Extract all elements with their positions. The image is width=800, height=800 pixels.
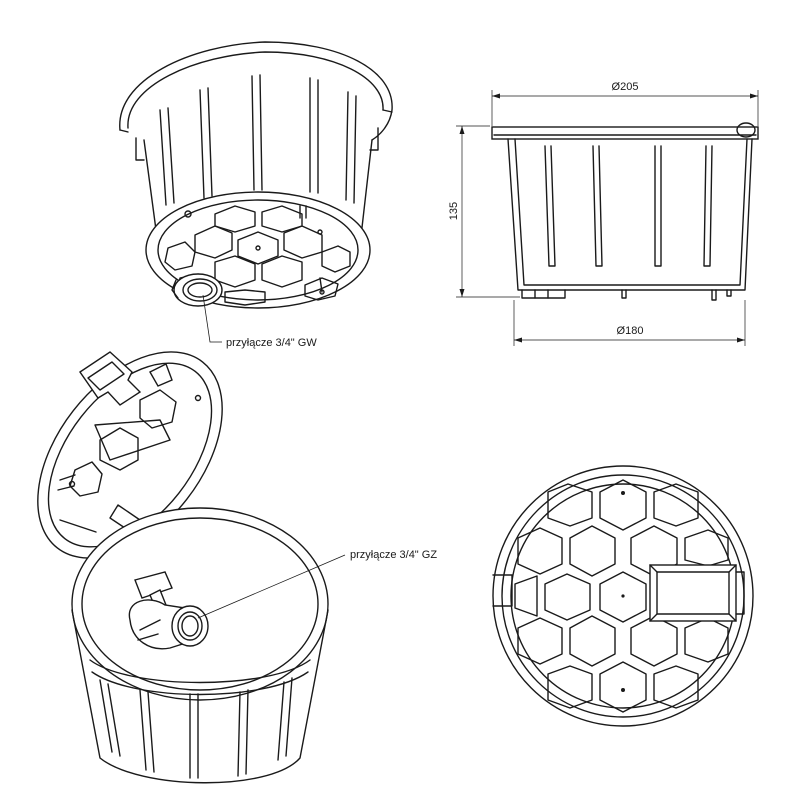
top-plan-view	[492, 465, 754, 727]
side-elevation-view	[456, 90, 759, 346]
top-diameter-label: Ø205	[612, 81, 639, 93]
bottom-perspective-view	[119, 41, 393, 343]
connector-gz-label: przyłącze 3/4" GZ	[350, 549, 437, 561]
open-box-perspective-view	[37, 351, 346, 784]
height-label: 135	[448, 202, 460, 220]
connector-gw-label: przyłącze 3/4" GW	[226, 337, 317, 349]
bottom-diameter-label: Ø180	[617, 325, 644, 337]
